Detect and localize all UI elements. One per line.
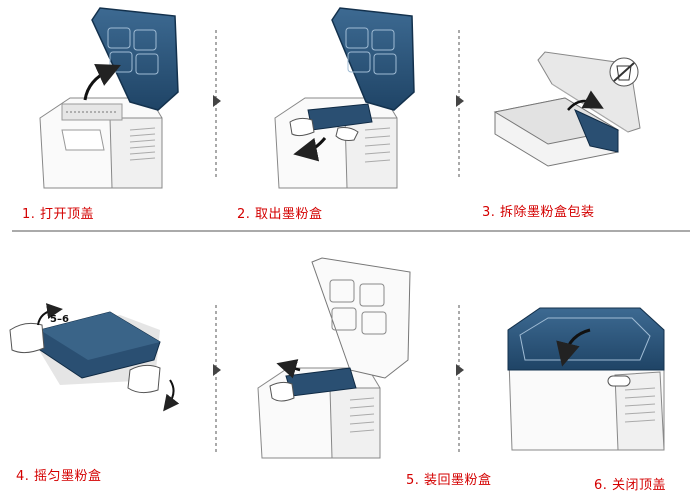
step3-caption: 3. 拆除墨粉盒包装: [482, 205, 595, 220]
step1-printer-open-lid: [39, 7, 179, 189]
step1-caption: 1. 打开顶盖: [22, 207, 95, 222]
step6-printer-closed-lid: [507, 307, 665, 451]
next-arrow-icon: [213, 95, 221, 107]
step3-unpack-toner: [493, 51, 641, 167]
step5-reinstall-toner: [257, 257, 411, 459]
step5-caption: 5. 装回墨粉盒: [406, 473, 492, 488]
step2-printer-remove-toner: [274, 7, 415, 189]
next-arrow-icon: [456, 95, 464, 107]
step2-caption: 2. 取出墨粉盒: [237, 207, 323, 222]
step-arrows: [213, 95, 464, 376]
step6-caption: 6. 关闭顶盖: [594, 478, 667, 493]
next-arrow-icon: [456, 364, 464, 376]
dashed-separators: [215, 30, 460, 455]
shake-count-label: 5–6: [50, 314, 69, 325]
trash-icon: [616, 65, 632, 81]
step4-caption: 4. 摇匀墨粉盒: [16, 469, 102, 484]
next-arrow-icon: [213, 364, 221, 376]
step4-shake-toner: [9, 303, 180, 412]
